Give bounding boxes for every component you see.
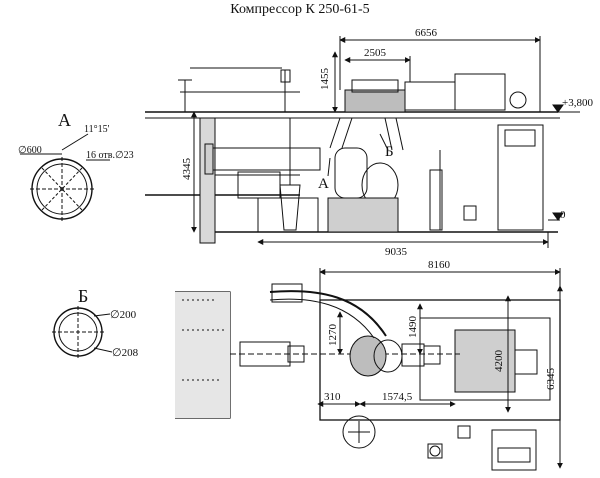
section-a-angle: 11°15' — [84, 124, 110, 135]
section-b-d-outer: ∅208 — [112, 347, 139, 359]
dim-310: 310 — [324, 391, 341, 403]
level-zero: 0 — [560, 209, 566, 221]
section-b-drawing — [52, 306, 113, 358]
dim-1455: 1455 — [319, 68, 331, 91]
dim-1574: 1574,5 — [382, 391, 413, 403]
drawing-title: Компрессор К 250-61-5 — [230, 2, 370, 17]
dim-2505: 2505 — [364, 47, 387, 59]
section-a-holes: 16 отв.∅23 — [86, 150, 134, 161]
dim-4200: 4200 — [493, 350, 505, 373]
plan-view — [175, 268, 563, 471]
dim-1270: 1270 — [327, 324, 339, 347]
dim-1490: 1490 — [407, 316, 419, 339]
section-a-diameter: ∅600 — [18, 145, 42, 156]
dim-6345: 6345 — [545, 368, 557, 391]
plan-labels: 8160 6345 1270 1490 4200 310 1574,5 — [324, 259, 557, 403]
callout-a: А — [318, 176, 329, 192]
section-a-labels: А 11°15' ∅600 16 отв.∅23 — [18, 110, 134, 161]
section-b-d-inner: ∅200 — [110, 309, 137, 321]
elevation-labels: 6656 2505 1455 4345 9035 +3,800 0 А Б — [181, 27, 593, 258]
level-top: +3,800 — [562, 97, 593, 109]
section-a-label: А — [58, 110, 71, 130]
section-a-drawing — [20, 133, 110, 221]
dim-6656: 6656 — [415, 27, 438, 39]
elevation-view — [145, 36, 580, 248]
callout-b: Б — [385, 144, 394, 160]
section-b-label: Б — [78, 286, 88, 306]
dim-9035: 9035 — [385, 246, 408, 258]
dim-4345: 4345 — [181, 158, 193, 181]
dim-8160: 8160 — [428, 259, 451, 271]
section-b-labels: Б ∅200 ∅208 — [78, 286, 139, 359]
